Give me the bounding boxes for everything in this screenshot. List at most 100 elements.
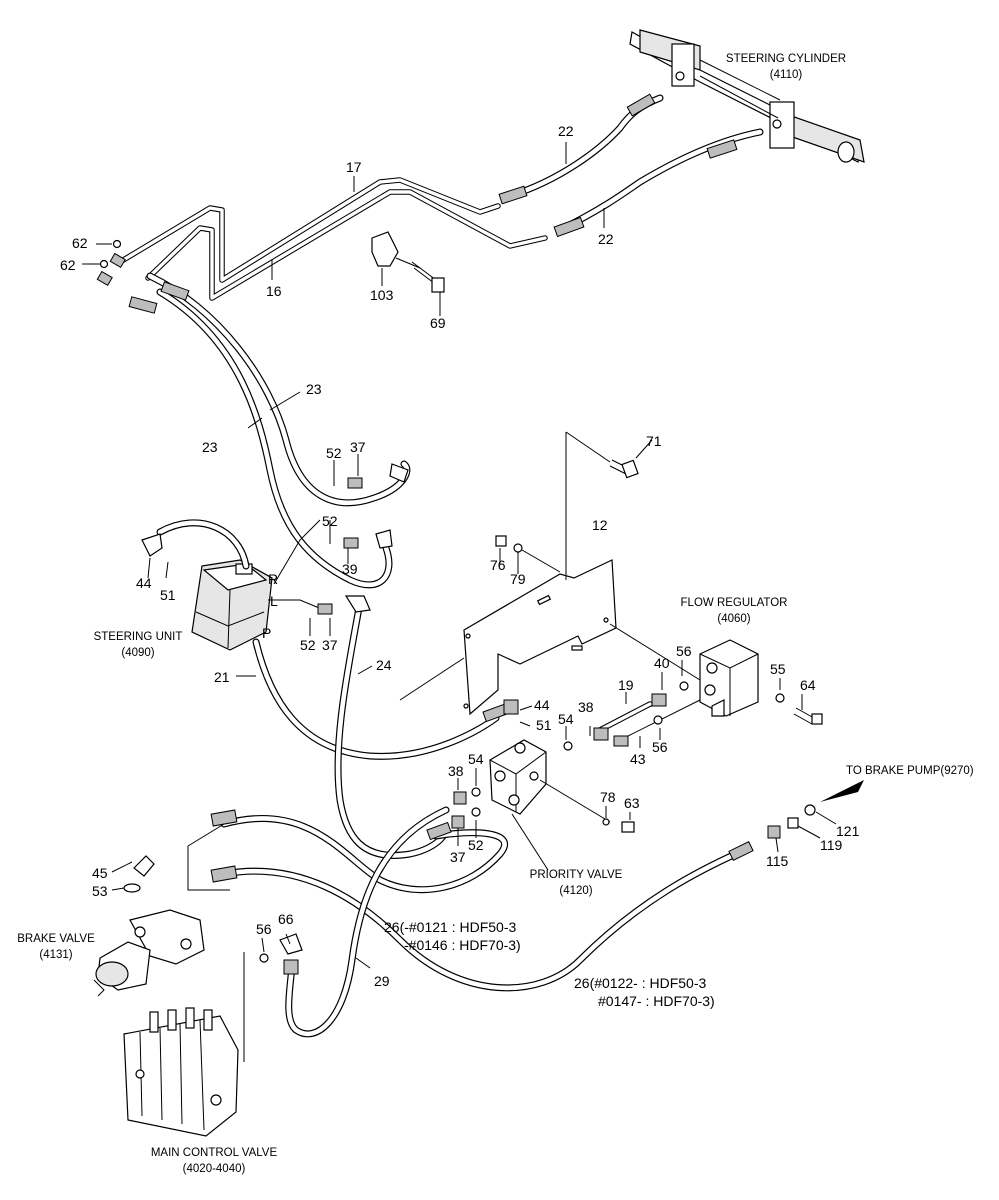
- steering-unit-code: (4090): [121, 647, 154, 659]
- callout-19: 19: [618, 677, 634, 693]
- callout-76: 76: [490, 557, 506, 573]
- hose-26-lower: [210, 841, 754, 992]
- callout-37: 37: [450, 849, 466, 865]
- bolt-69: [411, 261, 445, 293]
- callout-71: 71: [646, 433, 662, 449]
- leader-lines: [82, 142, 837, 969]
- hose-23-outer: [156, 288, 393, 589]
- callout-52: 52: [468, 837, 484, 853]
- callout-21: 21: [214, 669, 230, 685]
- hose-26-upper: [210, 809, 508, 894]
- callout-56: 56: [256, 921, 272, 937]
- callout-16: 16: [266, 283, 282, 299]
- callout-39: 39: [342, 561, 358, 577]
- callout-78: 78: [600, 789, 616, 805]
- callout-40: 40: [654, 655, 670, 671]
- main-control-valve: [123, 1007, 239, 1137]
- steering-cylinder: [629, 29, 865, 163]
- steering-cylinder-title: STEERING CYLINDER: [726, 53, 846, 65]
- tube-17: [117, 177, 501, 283]
- callout-52: 52: [300, 637, 316, 653]
- callout-69: 69: [430, 315, 446, 331]
- callout-38: 38: [448, 763, 464, 779]
- callouts: 22 22 17 16 62 62 103 69 23 23 52 37 52 …: [60, 123, 860, 989]
- callout-79: 79: [510, 571, 526, 587]
- priority-valve-code: (4120): [559, 885, 592, 897]
- tube-16: [145, 189, 548, 301]
- callout-52: 52: [322, 513, 338, 529]
- callout-22: 22: [558, 123, 574, 139]
- steering-unit-title: STEERING UNIT: [94, 631, 183, 643]
- clamp-103: [371, 231, 421, 269]
- callout-56: 56: [676, 643, 692, 659]
- hose-26-bracket: [187, 823, 230, 891]
- callout-54: 54: [558, 711, 574, 727]
- callout-66: 66: [278, 911, 294, 927]
- callout-12: 12: [592, 517, 608, 533]
- callout-115: 115: [766, 853, 789, 869]
- brake-pump-note: TO BRAKE PUMP(9270): [846, 765, 974, 777]
- callout-63: 63: [624, 795, 640, 811]
- callout-43: 43: [630, 751, 646, 767]
- callout-24: 24: [376, 657, 392, 673]
- callout-62: 62: [72, 235, 88, 251]
- steering-unit: [191, 559, 273, 651]
- brake-valve-title: BRAKE VALVE: [17, 933, 95, 945]
- main-control-valve-code: (4020-4040): [183, 1163, 246, 1175]
- flow-regulator-code: (4060): [717, 613, 750, 625]
- hose-19: [563, 681, 689, 751]
- hose-24: [317, 595, 449, 859]
- fasteners-76-79: [495, 535, 561, 573]
- callout-17: 17: [346, 159, 362, 175]
- callout-51: 51: [160, 587, 176, 603]
- hose-26b-note-line2: #0147- : HDF70-3): [598, 993, 715, 1009]
- callout-23: 23: [306, 381, 322, 397]
- hose-26a-note-line2: -#0146 : HDF70-3): [404, 937, 521, 953]
- callout-44: 44: [534, 697, 550, 713]
- main-control-valve-title: MAIN CONTROL VALVE: [151, 1147, 278, 1159]
- priority-valve: [451, 739, 635, 871]
- callout-45: 45: [92, 865, 108, 881]
- callout-22: 22: [598, 231, 614, 247]
- steering-unit-hoses: [141, 519, 325, 611]
- elbow-fittings-39: [343, 463, 409, 549]
- fittings-45-53: [123, 855, 155, 893]
- brake-valve: [93, 909, 205, 997]
- callout-119: 119: [820, 837, 843, 853]
- callout-23: 23: [202, 439, 218, 455]
- bracket-12: [399, 431, 617, 716]
- callout-54: 54: [468, 751, 484, 767]
- bolts-55-64: [609, 623, 823, 741]
- callout-44: 44: [136, 575, 152, 591]
- steering-cylinder-code: (4110): [770, 69, 803, 81]
- port-p-label: P: [262, 625, 271, 641]
- hose-21: [252, 638, 519, 760]
- callout-64: 64: [800, 677, 816, 693]
- priority-valve-title: PRIORITY VALVE: [530, 869, 623, 881]
- flow-regulator-title: FLOW REGULATOR: [681, 597, 788, 609]
- callout-53: 53: [92, 883, 108, 899]
- flow-regulator: [699, 639, 759, 717]
- fitting-62: [96, 239, 126, 287]
- callout-62: 62: [60, 257, 76, 273]
- callout-37: 37: [350, 439, 366, 455]
- callout-51: 51: [536, 717, 552, 733]
- hose-29: [283, 806, 450, 1038]
- callout-56: 56: [652, 739, 668, 755]
- hose-26b-note-line1: 26(#0122- : HDF50-3: [574, 975, 707, 991]
- port-r-label: R: [268, 571, 278, 587]
- brake-valve-code: (4131): [39, 949, 72, 961]
- callout-38: 38: [578, 699, 594, 715]
- port-l-label: L: [270, 593, 278, 609]
- brake-pump-fittings: [767, 780, 864, 839]
- hose-22-lower: [553, 128, 764, 238]
- hose-26a-note-line1: 26(-#0121 : HDF50-3: [384, 919, 517, 935]
- hose-23-inner: [128, 272, 411, 507]
- fittings-66-56: [243, 933, 303, 1062]
- callout-55: 55: [770, 661, 786, 677]
- bolt-71: [609, 459, 639, 479]
- callout-121: 121: [836, 823, 860, 839]
- callout-52: 52: [326, 445, 342, 461]
- callout-103: 103: [370, 287, 394, 303]
